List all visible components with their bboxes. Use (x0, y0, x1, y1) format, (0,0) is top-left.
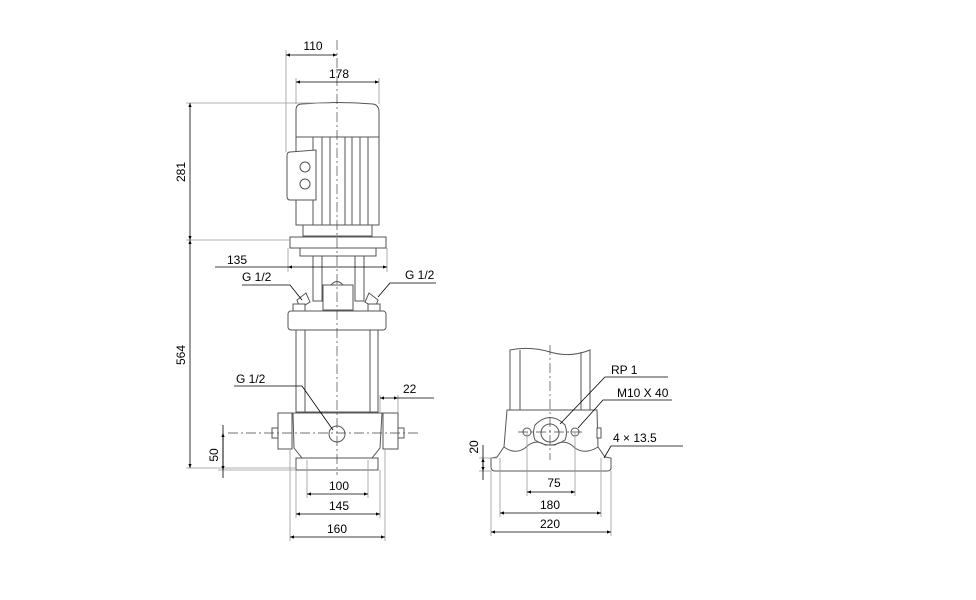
callout-vent-right: G 1/2 (405, 268, 435, 282)
dim-220: 220 (540, 517, 560, 531)
dim-75: 75 (547, 476, 561, 490)
terminal-box (286, 149, 317, 201)
dim-145: 145 (329, 499, 349, 513)
callout-vent-left: G 1/2 (242, 270, 272, 284)
coupling (292, 255, 381, 313)
dim-100: 100 (329, 479, 349, 493)
motor (286, 102, 387, 257)
dim-22: 22 (403, 382, 417, 396)
dim-180: 180 (540, 498, 560, 512)
callout-holes: 4 × 13.5 (613, 431, 657, 445)
callout-rp1: RP 1 (611, 363, 638, 377)
pump-body (271, 310, 405, 471)
callout-m10x40: M10 X 40 (617, 386, 669, 400)
callout-drain: G 1/2 (236, 372, 266, 386)
dim-135: 135 (227, 253, 247, 267)
dim-110: 110 (303, 39, 322, 53)
cable-gland-icon (299, 161, 311, 173)
dimensions-front: 110 178 281 564 135 G 1/2 G 1/2 G 1/2 (174, 39, 436, 541)
dim-178: 178 (329, 67, 349, 81)
cable-gland-icon (299, 178, 311, 190)
dim-20: 20 (467, 440, 481, 454)
front-view: 110 178 281 564 135 G 1/2 G 1/2 G 1/2 (174, 39, 436, 541)
side-view: RP 1 M10 X 40 4 × 13.5 20 75 180 220 (467, 345, 683, 536)
dim-50: 50 (207, 448, 221, 462)
dim-160: 160 (327, 522, 347, 536)
dim-564: 564 (174, 345, 188, 365)
dim-281: 281 (174, 162, 188, 182)
dimensions-side: RP 1 M10 X 40 4 × 13.5 20 75 180 220 (467, 363, 683, 536)
